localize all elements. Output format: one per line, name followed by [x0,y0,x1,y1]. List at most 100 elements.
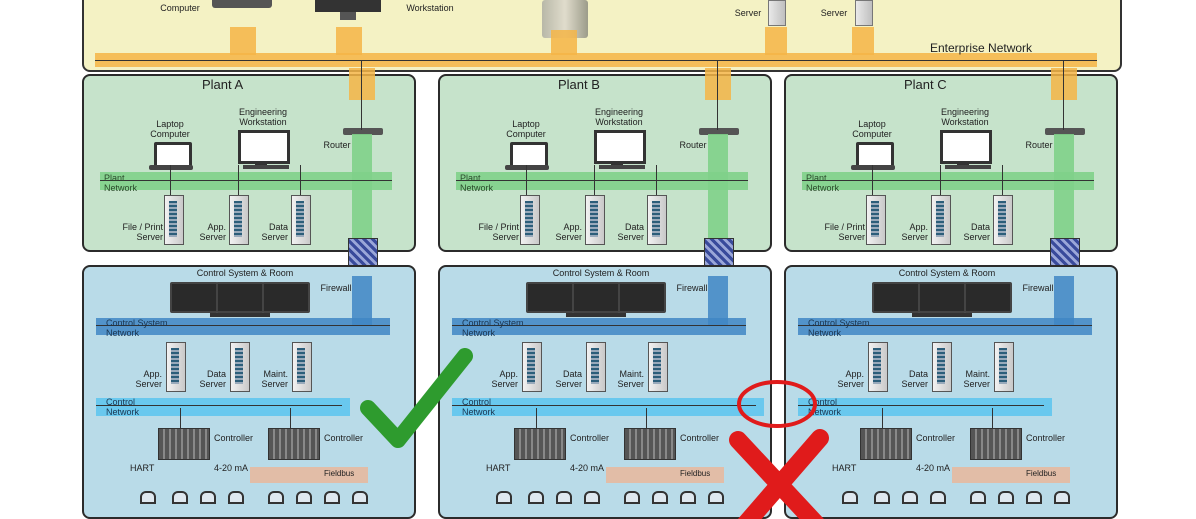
plant-a-control-console [210,313,270,317]
plant-a-ctrl-data-server [230,342,250,392]
plant-b-controller-2 [624,428,676,460]
plant-a-app-server-rack-detail [234,201,242,237]
plant-c-controller-drop-1 [882,408,883,428]
plant-b-ctrl-data-server-rack-detail [591,348,599,384]
plant-a-drop-2 [300,165,301,195]
plant-a-ctrl-data-label: Data Server [199,369,226,389]
plant-b-plant-network-line [456,180,748,181]
plant-c-ctrl-data-server [932,342,952,392]
plant-c-control-monitor-3 [964,282,1012,314]
plant-c-control-network-label: Control Network [808,397,842,417]
plant-c-data-server [993,195,1013,245]
enterprise-server-2 [855,0,873,26]
plant-c-control-system-network-line [798,325,1092,326]
plant-c-drop-2 [1002,165,1003,195]
plant-a-enterprise-link-line [361,60,362,130]
plant-b-field-device-5 [624,491,640,504]
plant-c-app-server-rack-detail [936,201,944,237]
plant-c-field-device-3 [902,491,918,504]
enterprise-workstation-monitor [315,0,381,12]
plant-a-laptop-label: Laptop Computer [150,119,190,139]
plant-c-file-server [866,195,886,245]
plant-b-fieldbus-bus [606,467,724,483]
enterprise-laptop [212,0,272,8]
plant-a-ctrl-app-server-rack-detail [171,348,179,384]
plant-b-control-network-bus [452,398,764,416]
plant-c-control-network-bus [798,398,1052,416]
plant-b-controller-1 [514,428,566,460]
cross-mark-icon [729,429,829,519]
plant-b-title: Plant B [558,77,600,92]
plant-b-controller-drop-2 [646,408,647,428]
plant-b-control-system-network-label: Control System Network [462,318,524,338]
plant-c-control-room-label: Control System & Room [898,268,996,278]
plant-a-field-device-3 [200,491,216,504]
plant-b-control-system-network-bus [452,318,746,335]
plant-c-drop-0 [872,165,873,195]
plant-c-field-device-6 [998,491,1014,504]
plant-c-title: Plant C [904,77,947,92]
plant-a-ctrl-maint-server [292,342,312,392]
plant-b-ctrl-app-label: App. Server [491,369,518,389]
plant-c-data-server-rack-detail [998,201,1006,237]
plant-b-laptop-base [505,165,549,170]
plant-b-control-monitor-3 [618,282,666,314]
plant-a-workstation-label: Engineering Workstation [238,107,288,127]
plant-a-fieldbus-label: Fieldbus [324,469,355,478]
plant-b-laptop-label: Laptop Computer [506,119,546,139]
plant-a-data-server-label: Data Server [261,222,288,242]
plant-a-workstation-stand [255,161,267,165]
plant-c-workstation-keyboard [945,165,991,169]
plant-a-field-device-5 [268,491,284,504]
plant-b-field-device-7 [680,491,696,504]
plant-a-file-server [164,195,184,245]
plant-b-enterprise-link [705,68,731,100]
plant-c-ma-label: 4-20 mA [916,463,951,473]
enterprise-workstation-stand [340,12,356,20]
plant-a-ctrl-app-server [166,342,186,392]
plant-a-controller-1 [158,428,210,460]
plant-a-field-device-8 [352,491,368,504]
plant-b-enterprise-link-line [717,60,718,130]
plant-c-control-system-network-bus [798,318,1092,335]
plant-c-control-network-line [798,405,1044,406]
plant-c-control-monitor-2 [918,282,966,314]
plant-a-field-device-6 [296,491,312,504]
plant-a-title: Plant A [202,77,244,92]
plant-b-plant-network-label: Plant Network [460,173,494,193]
plant-b-control-room-label: Control System & Room [552,268,650,278]
plant-c-plant-network-line [802,180,1094,181]
enterprise-drop-4 [765,27,787,55]
plant-b-ctrl-app-server [522,342,542,392]
plant-c-field-device-8 [1054,491,1070,504]
plant-a-control-monitor-2 [216,282,264,314]
plant-c-control-console [912,313,972,317]
plant-b-field-device-2 [528,491,544,504]
plant-a-controller-drop-2 [290,408,291,428]
enterprise-network-label: Enterprise Network [930,41,1033,55]
plant-c-ctrl-data-label: Data Server [901,369,928,389]
plant-a-router-label: Router [323,140,351,150]
plant-a-workstation-keyboard [243,165,289,169]
plant-a-control-system-network-label: Control System Network [106,318,168,338]
plant-c-control-monitor-1 [872,282,920,314]
plant-a-ma-label: 4-20 mA [214,463,249,473]
plant-a-control-room-label: Control System & Room [196,268,294,278]
plant-a-workstation-monitor [238,130,290,164]
plant-b-hart-label: HART [486,463,511,473]
plant-b-ctrl-data-server [586,342,606,392]
enterprise-computer-label: Computer [160,3,200,13]
enterprise-drop-5 [852,27,874,55]
plant-c-ctrl-app-server [868,342,888,392]
plant-a-control-network-bus [96,398,350,416]
plant-c-field-device-7 [1026,491,1042,504]
plant-b-data-server-label: Data Server [617,222,644,242]
plant-b-control-monitor-1 [526,282,574,314]
plant-c-ctrl-maint-server [994,342,1014,392]
plant-c-ctrl-maint-label: Maint. Server [963,369,990,389]
plant-b-ma-label: 4-20 mA [570,463,605,473]
enterprise-workstation-label: Workstation [406,3,454,13]
plant-b-controller-label-1: Controller [570,433,610,443]
plant-b-workstation-label: Engineering Workstation [594,107,644,127]
plant-a-control-network-line [96,405,342,406]
